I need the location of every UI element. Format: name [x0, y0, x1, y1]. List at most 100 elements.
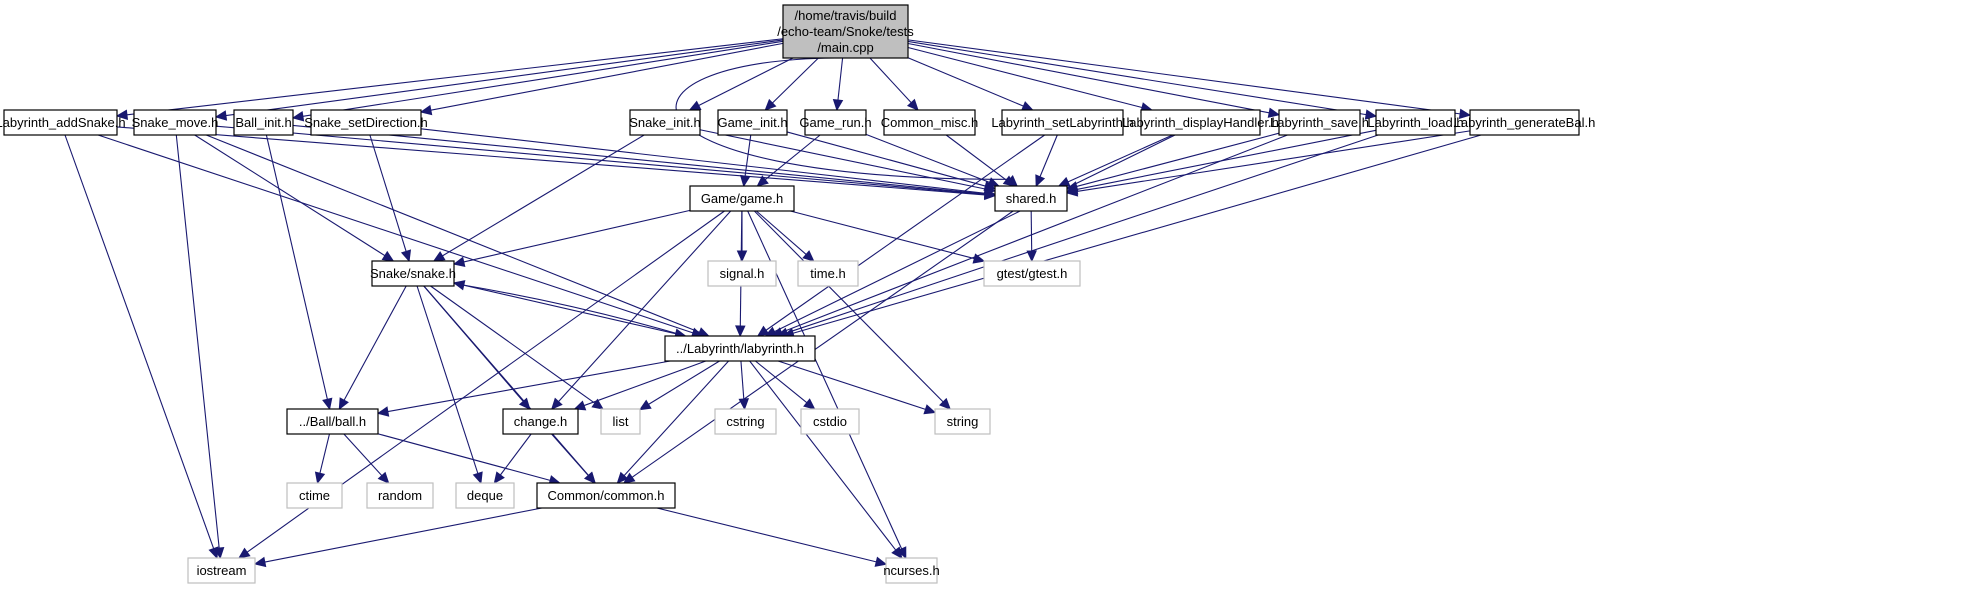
node-lab_genBal[interactable]: Labyrinth_generateBal.h: [1454, 109, 1596, 136]
arrowhead-icon: [802, 250, 815, 262]
node-labyrinth[interactable]: ../Labyrinth/labyrinth.h: [664, 335, 816, 362]
node-ball[interactable]: ../Ball/ball.h: [286, 408, 379, 435]
edge-line: [343, 433, 383, 476]
edge-line: [781, 134, 1288, 333]
edge-main-to-snake_init: [688, 57, 794, 111]
node-snake_init[interactable]: Snake_init.h: [629, 109, 701, 136]
arrowhead-icon: [616, 471, 629, 484]
edge-common_misc-to-shared: [945, 134, 1016, 187]
edge-labyrinth-to-string: [777, 360, 937, 415]
edge-line: [319, 433, 330, 474]
arrowhead-icon: [972, 253, 986, 264]
edge-lab_save-to-shared: [1065, 132, 1280, 192]
node-lab_addSnake[interactable]: Labyrinth_addSnake.h: [0, 109, 126, 136]
arrowhead-icon: [584, 471, 596, 484]
edge-line: [740, 360, 745, 400]
arrowhead-icon: [735, 325, 746, 338]
arrowhead-icon: [314, 471, 326, 485]
node-list: list: [600, 408, 641, 435]
edge-main-to-lab_display: [907, 46, 1153, 113]
edge-line: [463, 209, 691, 263]
edge-game-to-time: [755, 210, 815, 262]
edge-line: [225, 39, 784, 117]
node-box: [310, 109, 422, 136]
arrowhead-icon: [291, 111, 305, 122]
node-label: Labyrinth_addSnake.h: [0, 115, 126, 130]
edge-line: [749, 360, 897, 551]
edge-game_run-to-game: [756, 134, 821, 187]
node-label: /main.cpp: [817, 40, 873, 55]
node-cstdio: cstdio: [800, 408, 860, 435]
node-change[interactable]: change.h: [502, 408, 579, 435]
arrowhead-icon: [493, 471, 505, 484]
arrowhead-icon: [381, 250, 395, 262]
edge-line: [420, 128, 986, 194]
edge-line: [369, 134, 407, 252]
edge-line: [377, 433, 551, 481]
edge-line: [302, 40, 784, 117]
node-label: /echo-team/Snoke/tests: [777, 24, 914, 39]
arrowhead-icon: [253, 556, 267, 568]
node-snake[interactable]: Snake/snake.h: [370, 260, 456, 287]
node-common_misc[interactable]: Common_misc.h: [881, 109, 979, 136]
node-label: Game_run.h: [799, 115, 871, 130]
edge-line: [648, 360, 720, 405]
edge-labyrinth-to-list: [638, 360, 720, 411]
node-box: [502, 408, 579, 435]
node-lab_load[interactable]: Labyrinth_load.h: [1367, 109, 1464, 136]
node-label: ../Labyrinth/labyrinth.h: [676, 341, 804, 356]
node-gtest: gtest/gtest.h: [983, 260, 1081, 287]
edge-line: [765, 134, 1045, 331]
arrowhead-icon: [376, 406, 390, 417]
edge-snake-to-list: [430, 285, 604, 410]
node-snake_move[interactable]: Snake_move.h: [132, 109, 219, 136]
node-label: Labyrinth_setLabyrinth.h: [991, 115, 1133, 130]
node-box: [804, 109, 867, 136]
node-signal: signal.h: [707, 260, 777, 287]
edge-line: [463, 284, 686, 337]
node-box: [455, 482, 515, 509]
arrowhead-icon: [1065, 186, 1079, 197]
edge-labyrinth-to-snake: [452, 280, 686, 337]
node-box: [664, 335, 816, 362]
arrowhead-icon: [906, 98, 919, 111]
node-game[interactable]: Game/game.h: [689, 185, 795, 212]
edge-main-to-ball_init: [291, 40, 784, 122]
node-common[interactable]: Common/common.h: [536, 482, 676, 509]
node-box: [133, 109, 217, 136]
node-label: cstdio: [813, 414, 847, 429]
node-label: Common_misc.h: [881, 115, 979, 130]
edge-ball-to-ctime: [314, 433, 330, 485]
node-label: Snake_init.h: [629, 115, 701, 130]
node-lab_save[interactable]: Labyrinth_save.h: [1270, 109, 1369, 136]
edge-snake-to-deque: [416, 285, 483, 485]
edge-line: [430, 285, 596, 404]
edge-line: [1076, 130, 1471, 192]
node-box: [286, 408, 379, 435]
node-label: Labyrinth_load.h: [1367, 115, 1463, 130]
node-label: Game/game.h: [701, 191, 783, 206]
arrowhead-icon: [739, 174, 751, 188]
node-snake_setDir[interactable]: Snake_setDirection.h: [304, 109, 428, 136]
node-box: [536, 482, 676, 509]
node-shared[interactable]: shared.h: [994, 185, 1068, 212]
arrowhead-icon: [1267, 107, 1281, 118]
node-ctime: ctime: [286, 482, 343, 509]
node-box: [629, 109, 701, 136]
edge-line: [1067, 134, 1173, 183]
node-game_init[interactable]: Game_init.h: [717, 109, 788, 136]
graph-edges: [64, 38, 1482, 568]
edge-line: [786, 131, 986, 187]
node-main[interactable]: /home/travis/build/echo-team/Snoke/tests…: [777, 4, 914, 59]
node-game_run[interactable]: Game_run.h: [799, 109, 872, 136]
arrowhead-icon: [756, 175, 769, 187]
node-lab_display[interactable]: Labyrinth_displayHandler.h: [1122, 109, 1279, 136]
edge-line: [499, 433, 532, 476]
edge-change-to-common: [551, 433, 596, 484]
node-ball_init[interactable]: Ball_init.h: [233, 109, 294, 136]
edge-line: [175, 134, 220, 549]
arrowhead-icon: [591, 398, 604, 410]
arrowhead-icon: [237, 547, 251, 559]
node-lab_setLab[interactable]: Labyrinth_setLabyrinth.h: [991, 109, 1134, 136]
edge-labyrinth-to-ball: [376, 360, 671, 417]
